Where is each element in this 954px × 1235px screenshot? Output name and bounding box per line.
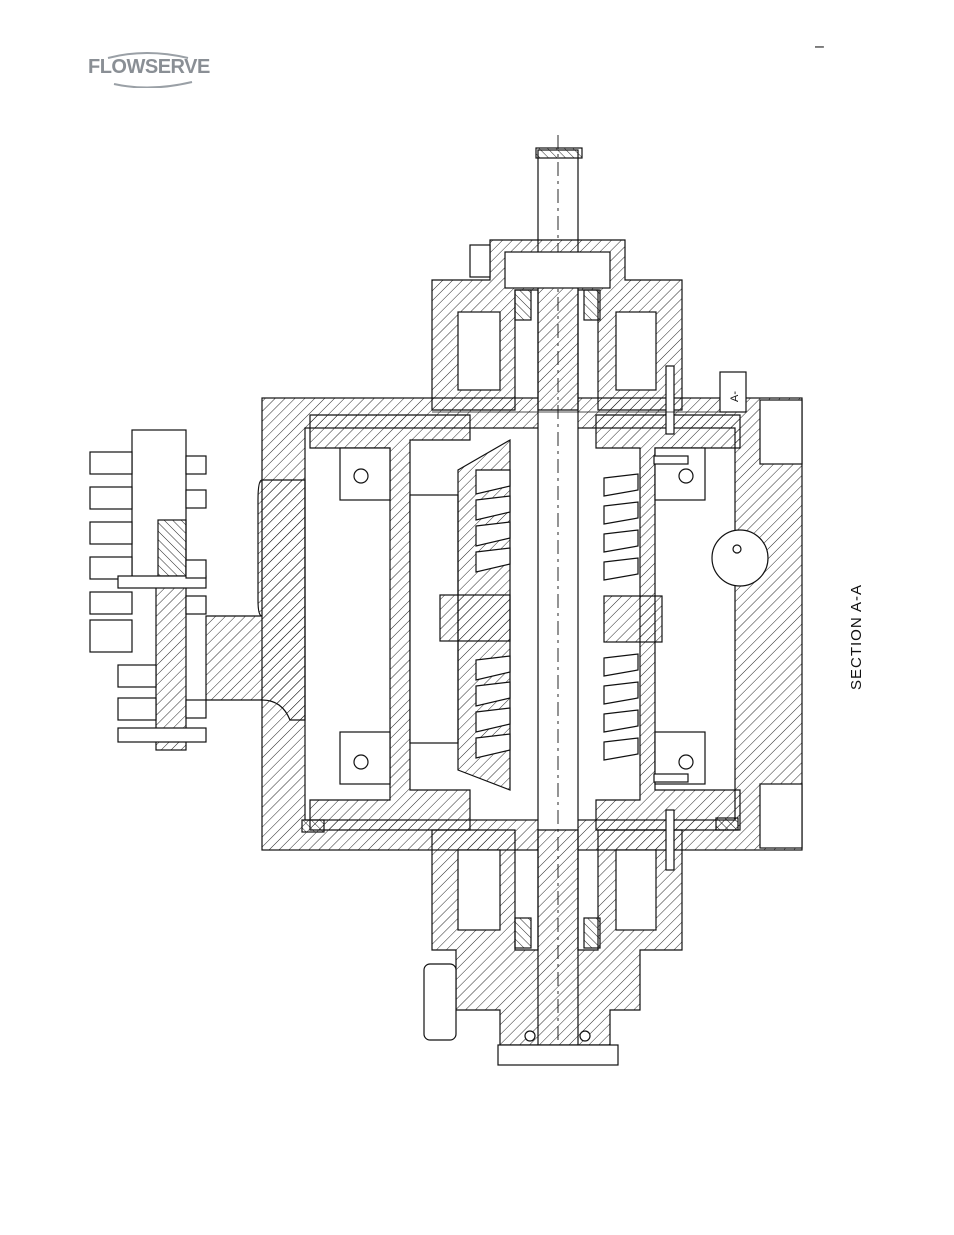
right-hub-block <box>604 596 662 642</box>
bottom-bearing-ball-right <box>580 1031 590 1041</box>
stud-lower-right <box>666 810 674 870</box>
bottom-seal-left <box>515 918 531 948</box>
discharge-flange <box>156 580 186 750</box>
casing-right-boss-lower <box>760 784 802 848</box>
left-pocket-upper-hole <box>354 469 368 483</box>
left-pocket-lower-hole <box>354 755 368 769</box>
bottom-cover <box>498 1045 618 1065</box>
view-marker-label: A- <box>729 391 741 402</box>
top-seal-right <box>584 290 600 320</box>
flange-plate-inner <box>158 520 186 576</box>
bottom-seal-right <box>584 918 600 948</box>
bottom-bearing-cavity-right <box>616 850 656 930</box>
right-pocket-lower-hole <box>679 755 693 769</box>
right-pocket-upper-hole <box>679 469 693 483</box>
top-hydraulic-stub <box>470 245 490 277</box>
top-bearing-cavity-left <box>458 312 500 390</box>
casing-oring-left <box>302 820 324 832</box>
stud-horizontal-upper <box>654 456 688 464</box>
top-seal-left <box>515 290 531 320</box>
side-port-hole <box>733 545 741 553</box>
bottom-side-block <box>424 964 456 1040</box>
stud-upper-right <box>666 366 674 434</box>
side-port-circle <box>712 530 768 586</box>
bottom-bearing-cavity-left <box>458 850 500 930</box>
casing-oring-right <box>716 818 738 830</box>
section-label: SECTION A-A <box>848 584 865 690</box>
shaft-end-nut <box>536 148 582 158</box>
center-hub-block <box>440 595 510 641</box>
top-cover <box>505 252 610 288</box>
top-bearing-cavity-right <box>616 312 656 390</box>
casing-right-boss <box>760 400 802 464</box>
bottom-bearing-ball-left <box>525 1031 535 1041</box>
stud-horizontal-lower <box>654 774 688 782</box>
discharge-nozzle <box>206 480 305 720</box>
